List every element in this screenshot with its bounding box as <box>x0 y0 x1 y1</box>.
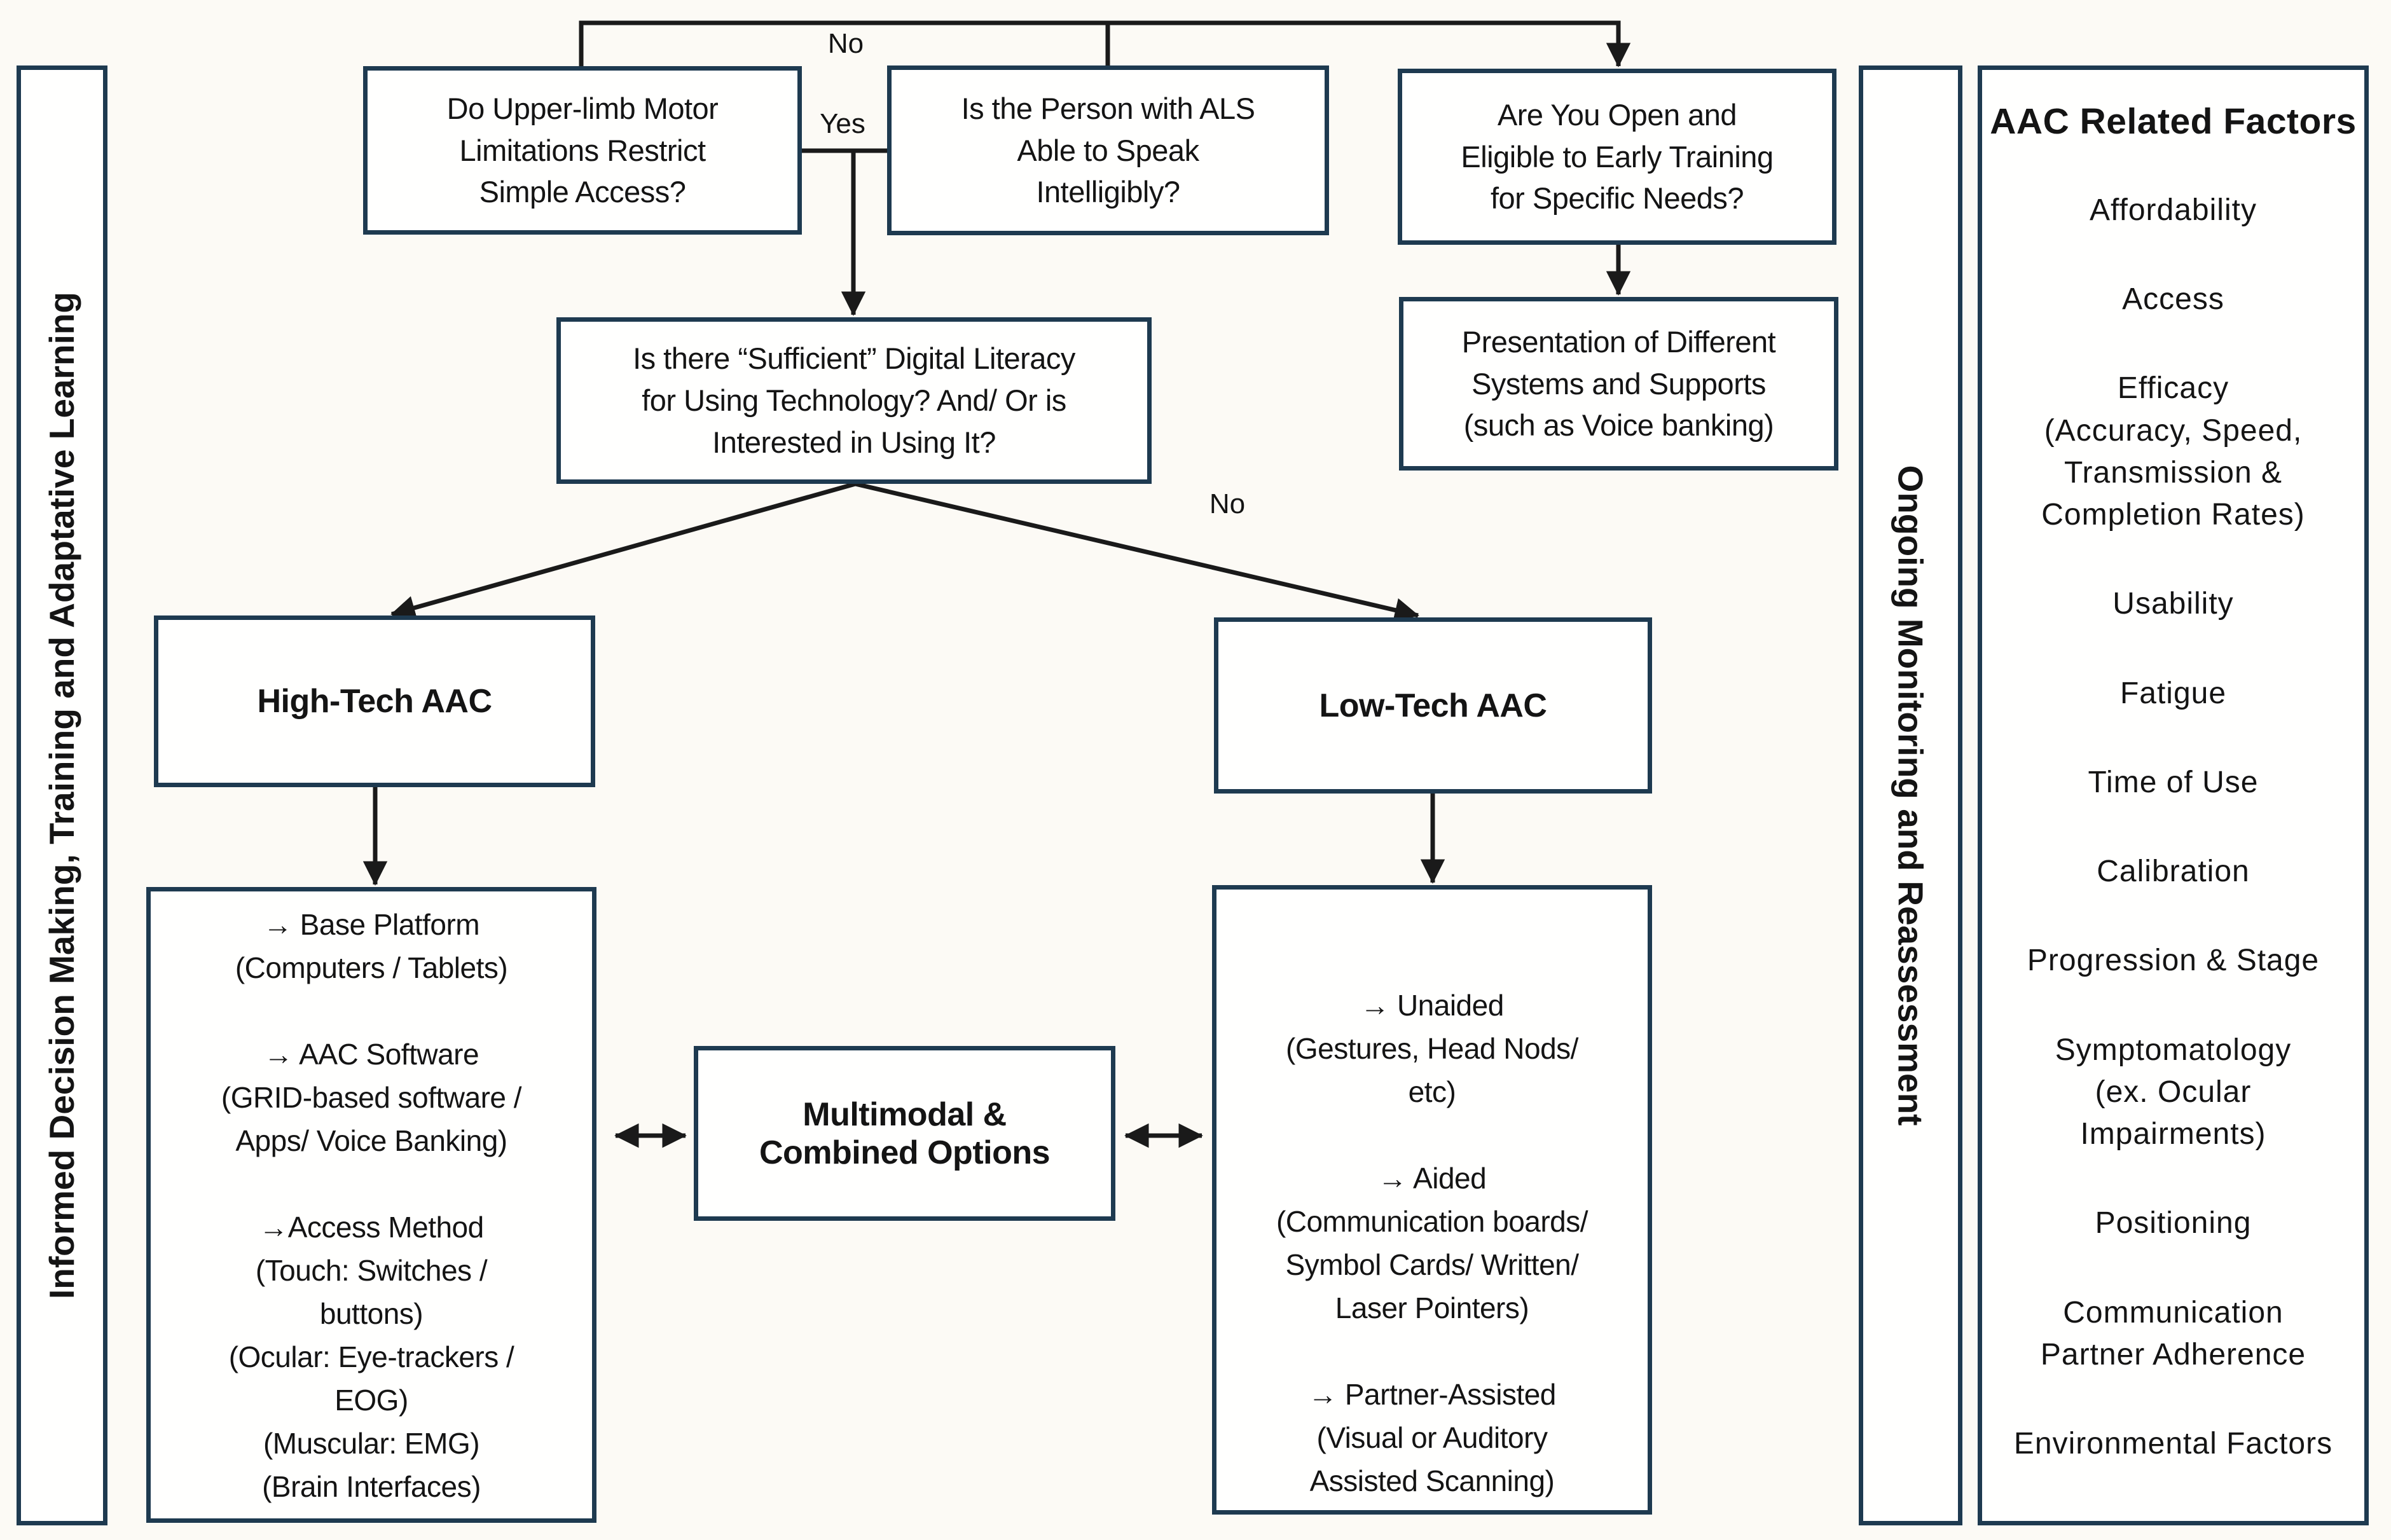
question-early-training-box: Are You Open and Eligible to Early Train… <box>1398 69 1836 245</box>
high-tech-aac-label: High-Tech AAC <box>257 683 492 720</box>
detail-spacer <box>1216 1330 1648 1373</box>
detail-line: (Ocular: Eye-trackers / <box>228 1340 514 1373</box>
detail-line: etc) <box>1408 1075 1456 1108</box>
factor-item: Usability <box>2112 587 2234 621</box>
factor-item: Progression & Stage <box>2027 944 2320 978</box>
detail-line: → AAC Software <box>263 1038 479 1071</box>
factor-item: Time of Use <box>2088 765 2259 799</box>
connector-no-rail <box>579 20 1631 67</box>
detail-line: Assisted Scanning) <box>1309 1464 1555 1497</box>
connector-digital-to-hightech <box>390 481 856 620</box>
factor-item: Symptomatology (ex. Ocular Impairments) <box>2055 1033 2292 1152</box>
right-sidebar-ongoing-monitoring: Ongoing Monitoring and Reassessment <box>1859 65 1962 1525</box>
factor-item: Affordability <box>2090 193 2257 227</box>
detail-line: Symbol Cards/ Written/ <box>1285 1248 1579 1281</box>
detail-line: → Unaided <box>1360 989 1504 1022</box>
detail-line: → Partner-Assisted <box>1308 1378 1556 1411</box>
question-digital-literacy-box: Is there “Sufficient” Digital Literacy f… <box>556 317 1152 484</box>
right-sidebar-label: Ongoing Monitoring and Reassessment <box>1891 465 1931 1126</box>
factor-item: Positioning <box>2095 1206 2252 1241</box>
presentation-systems-box: Presentation of Different Systems and Su… <box>1399 297 1838 471</box>
detail-line: (Touch: Switches / <box>255 1254 488 1287</box>
low-tech-aac-box: Low-Tech AAC <box>1214 617 1652 794</box>
detail-line: →Access Method <box>259 1211 484 1244</box>
detail-line: (Computers / Tablets) <box>235 951 508 984</box>
question-early-training-text: Are You Open and Eligible to Early Train… <box>1461 97 1774 216</box>
detail-line: EOG) <box>334 1384 408 1417</box>
edge-label-no-top: No <box>827 28 864 59</box>
detail-line: (Muscular: EMG) <box>263 1427 480 1460</box>
connector-digital-to-lowtech <box>855 481 1419 622</box>
high-tech-details-box: → Base Platform (Computers / Tablets) → AA… <box>146 887 596 1523</box>
multimodal-options-box: Multimodal & Combined Options <box>694 1046 1115 1221</box>
low-tech-aac-label: Low-Tech AAC <box>1319 687 1547 724</box>
question-digital-literacy-text: Is there “Sufficient” Digital Literacy f… <box>633 341 1075 459</box>
factor-item: Efficacy (Accuracy, Speed, Transmission … <box>2041 371 2305 532</box>
detail-spacer <box>151 989 592 1033</box>
factor-item: Access <box>2122 282 2224 317</box>
detail-line: (Visual or Auditory <box>1316 1421 1548 1454</box>
question-motor-limitations-box: Do Upper-limb Motor Limitations Restrict… <box>363 66 802 235</box>
question-speak-intelligibly-text: Is the Person with ALS Able to Speak Int… <box>961 91 1255 209</box>
question-speak-intelligibly-box: Is the Person with ALS Able to Speak Int… <box>887 65 1329 235</box>
factor-item: Fatigue <box>2119 676 2227 710</box>
edge-label-yes: Yes <box>820 108 865 139</box>
high-tech-aac-box: High-Tech AAC <box>154 615 595 787</box>
left-sidebar-informed-decision: Informed Decision Making, Training and A… <box>17 65 107 1525</box>
factors-panel-title: AAC Related Factors <box>1990 101 2357 142</box>
factor-item: Communication Partner Adherence <box>2040 1295 2306 1372</box>
edge-label-no-branch: No <box>1209 488 1246 519</box>
detail-line: → Aided <box>1377 1162 1487 1195</box>
detail-line: Laser Pointers) <box>1335 1291 1529 1324</box>
low-tech-details-box: → Unaided (Gestures, Head Nods/etc) → Aide… <box>1212 885 1652 1515</box>
detail-line: (GRID-based software / <box>221 1081 522 1114</box>
detail-line: (Communication boards/ <box>1276 1205 1588 1238</box>
detail-line: → Base Platform <box>263 908 480 941</box>
factor-item: Environmental Factors <box>2013 1426 2333 1461</box>
detail-line: (Gestures, Head Nods/ <box>1286 1032 1578 1065</box>
factor-item: Calibration <box>2097 855 2250 889</box>
left-sidebar-label: Informed Decision Making, Training and A… <box>42 291 82 1300</box>
question-motor-limitations-text: Do Upper-limb Motor Limitations Restrict… <box>446 91 719 209</box>
detail-spacer <box>151 1162 592 1206</box>
presentation-systems-text: Presentation of Different Systems and Su… <box>1461 324 1776 443</box>
detail-line: buttons) <box>319 1297 424 1330</box>
multimodal-options-label: Multimodal & Combined Options <box>759 1096 1051 1171</box>
detail-line: (Brain Interfaces) <box>262 1470 481 1503</box>
detail-spacer <box>1216 1113 1648 1157</box>
detail-line: Apps/ Voice Banking) <box>235 1124 507 1157</box>
